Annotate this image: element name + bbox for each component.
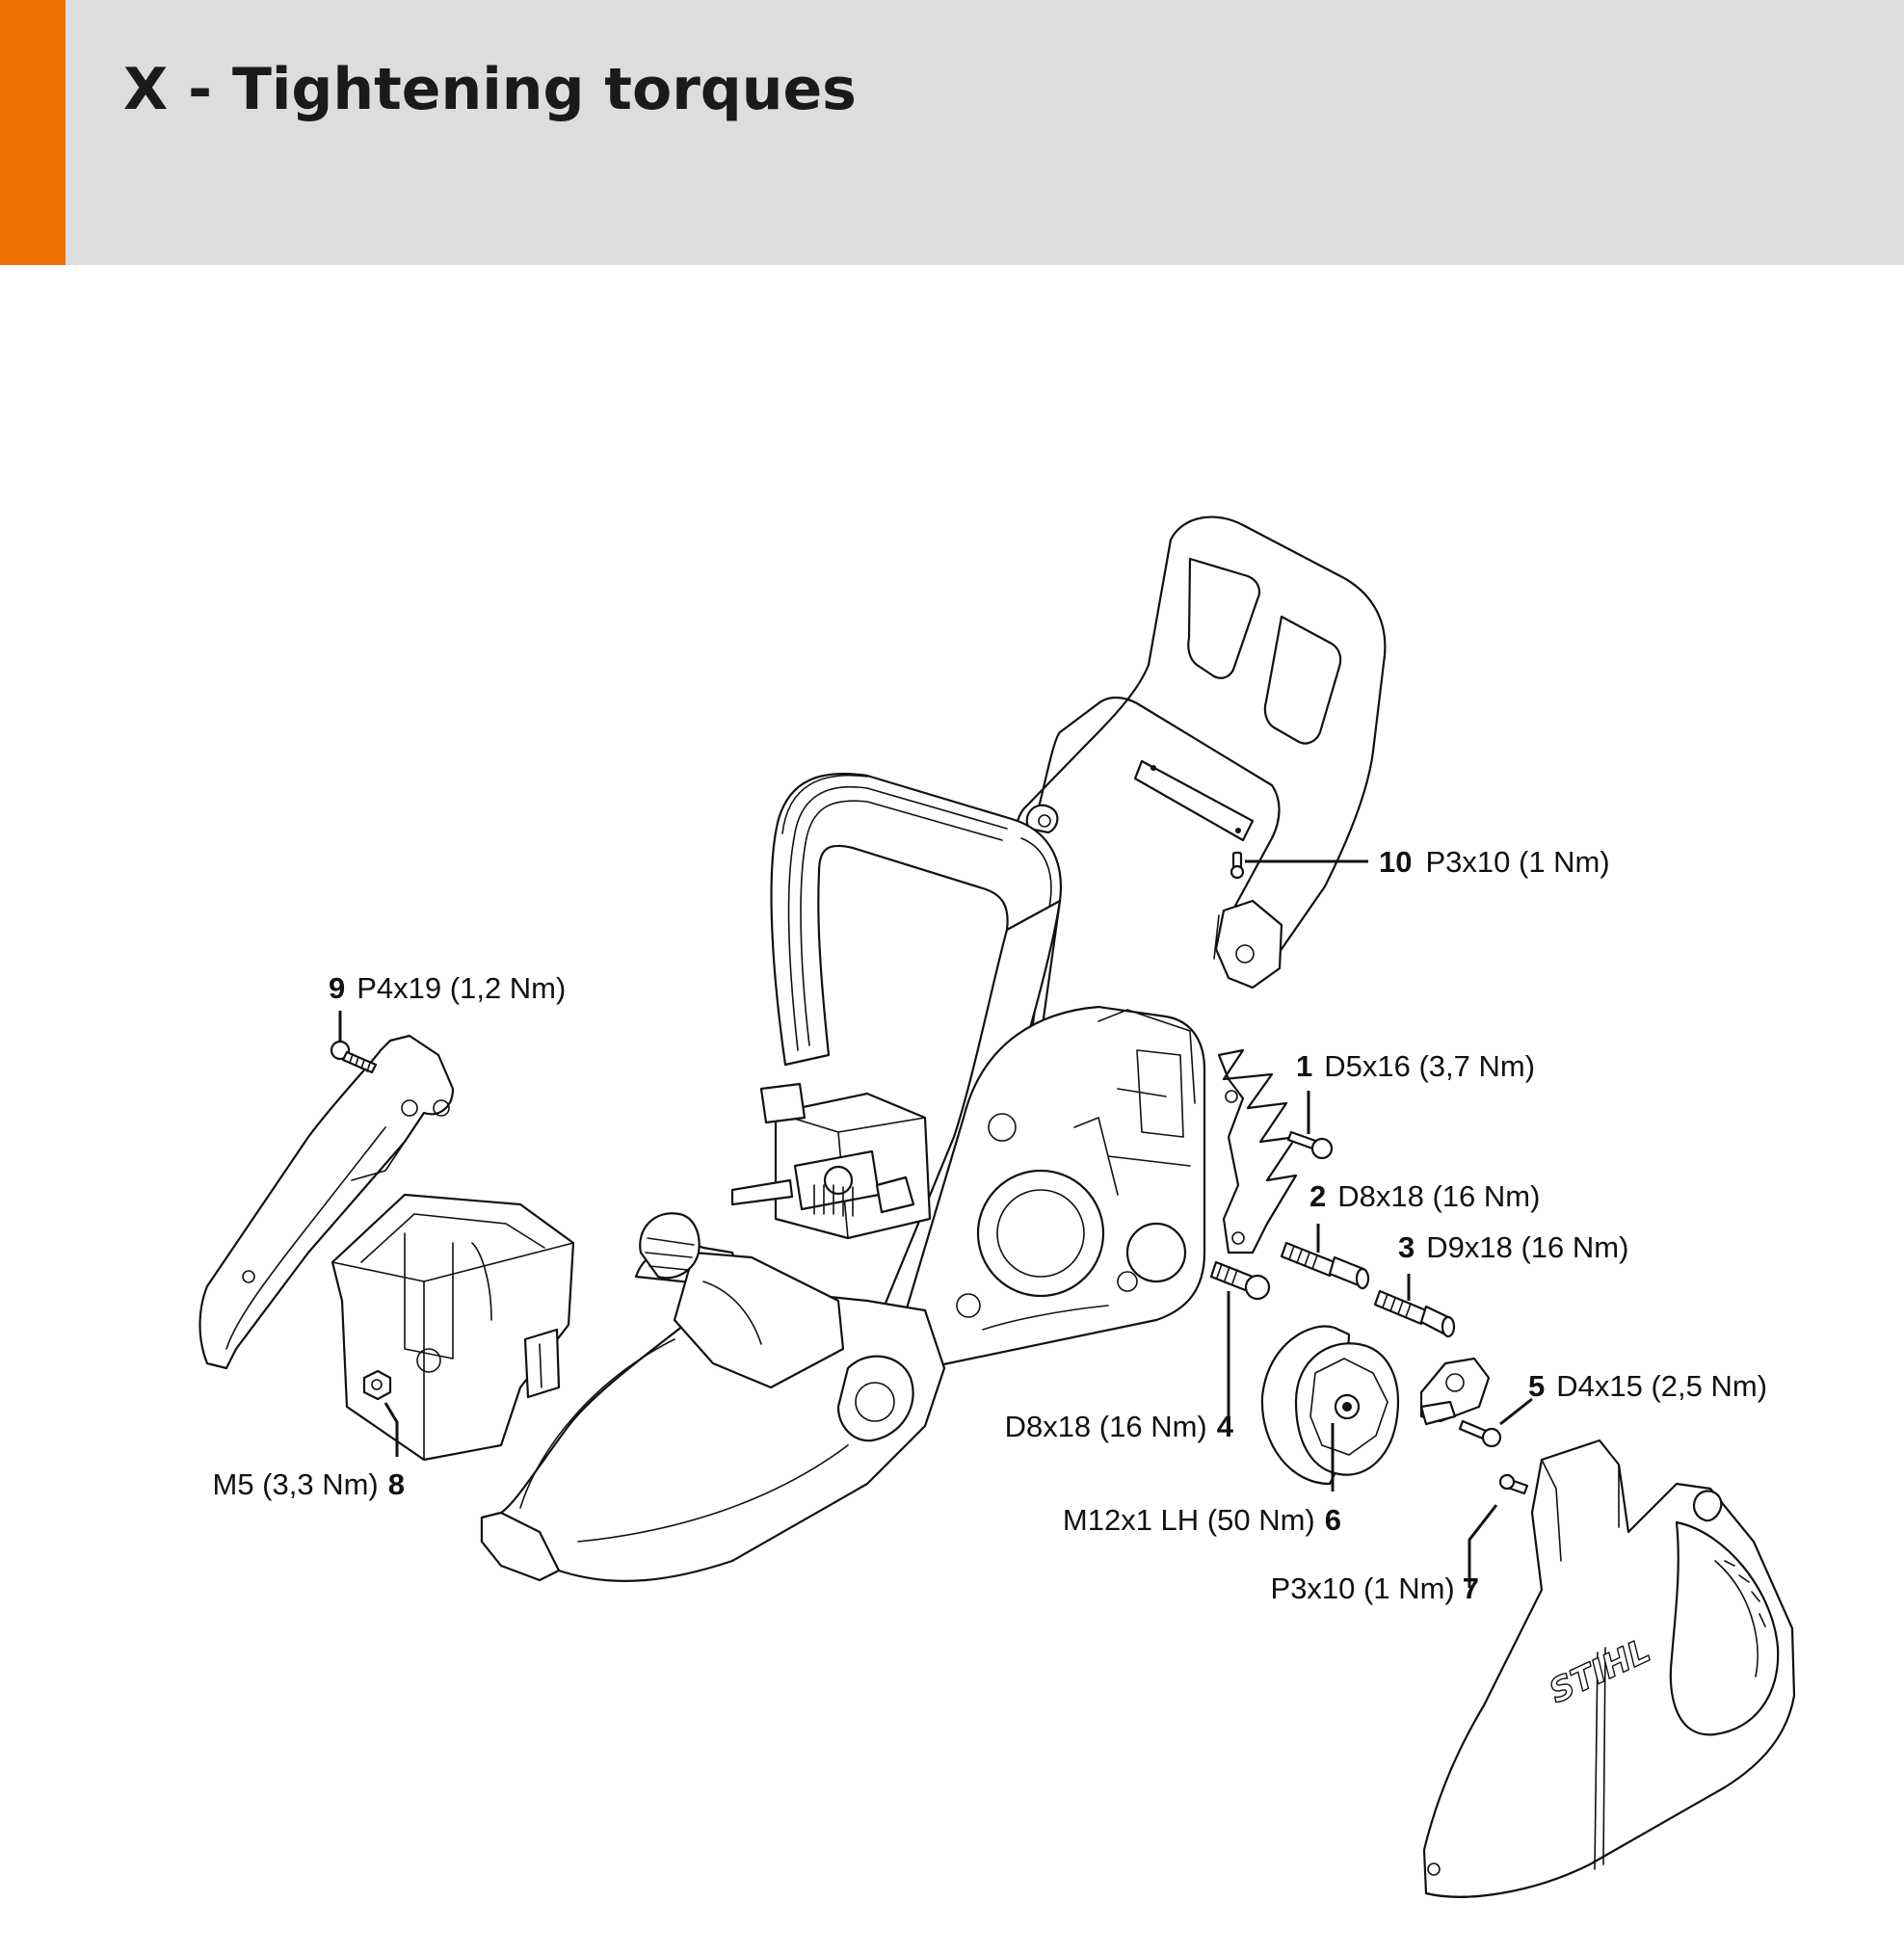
callout-number: 10 [1379,845,1412,879]
callout-number: 5 [1528,1369,1545,1403]
rear-handle-tank [480,1212,946,1582]
carburetor [730,1082,932,1240]
crankcase-housing [893,1005,1206,1371]
screw-1 [1286,1130,1334,1160]
svg-text:D8x18 (16 Nm)4: D8x18 (16 Nm) 4 [1005,1410,1234,1443]
screw-5 [1458,1419,1502,1448]
svg-text:M12x1 LH (50 Nm)6: M12x1 LH (50 Nm) 6 [1063,1503,1341,1537]
clutch-assembly [1260,1325,1399,1486]
callout-spec: M12x1 LH (50 Nm) [1063,1503,1315,1537]
sprocket-cover: STIHL [1422,1439,1796,1898]
header-band [66,0,1904,265]
stud-3 [1373,1289,1456,1338]
svg-text:P3x10 (1 Nm)7: P3x10 (1 Nm)7 [1271,1571,1479,1605]
callout-1: 1 D5x16 (3,7 Nm) [1296,1049,1535,1083]
callout-spec: P3x10 (1 Nm) [1271,1571,1455,1605]
callout-number: 4 [1217,1410,1234,1443]
stud-2 [1280,1241,1370,1290]
bumper-spike [1217,1048,1298,1254]
page-header: X - Tightening torques [0,0,1904,265]
callout-number: 6 [1325,1503,1341,1537]
screw-10 [1230,851,1245,880]
callout-number: 7 [1463,1571,1479,1605]
callout-number: 3 [1398,1230,1415,1264]
orange-accent-bar [0,0,66,265]
callout-number: 1 [1296,1049,1312,1083]
callout-8: M5 (3,3 Nm) 8 [213,1467,406,1501]
callout-number: 2 [1309,1179,1326,1213]
callout-10: 10 P3x10 (1 Nm) [1379,845,1610,879]
callout-spec: D4x15 (2,5 Nm) [1556,1369,1767,1403]
callout-6: M12x1 LH (50 Nm) 6 [1063,1503,1341,1537]
callout-2: 2 D8x18 (16 Nm) [1309,1179,1540,1213]
nut-8 [362,1369,392,1401]
page-title: X - Tightening torques [123,56,857,123]
svg-text:M5 (3,3 Nm)8: M5 (3,3 Nm) 8 [213,1467,406,1501]
handle-molding [198,1034,455,1370]
screw-7 [1498,1473,1529,1495]
callout-7: P3x10 (1 Nm)7 [1271,1571,1479,1605]
hand-guard [1016,515,1387,990]
screw-9 [330,1040,378,1074]
tensioner-bracket [1419,1357,1491,1426]
callout-spec: D8x18 (16 Nm) [1005,1410,1207,1443]
stud-4 [1209,1260,1271,1301]
filter-housing [331,1193,575,1462]
callout-4: D8x18 (16 Nm) 4 [1005,1410,1234,1443]
callout-spec: P4x19 (1,2 Nm) [357,971,566,1005]
callout-spec: D9x18 (16 Nm) [1426,1230,1628,1264]
callout-number: 8 [388,1467,405,1501]
callout-number: 9 [329,971,345,1005]
callout-spec: P3x10 (1 Nm) [1425,845,1609,879]
callout-9: 9 P4x19 (1,2 Nm) [329,971,566,1005]
callout-spec: M5 (3,3 Nm) [213,1467,379,1501]
callout-5: 5 D4x15 (2,5 Nm) [1528,1369,1767,1403]
callout-spec: D8x18 (16 Nm) [1337,1179,1540,1213]
callout-3: 3 D9x18 (16 Nm) [1398,1230,1628,1264]
callout-spec: D5x16 (3,7 Nm) [1324,1049,1535,1083]
leader-lines [338,859,1533,1588]
